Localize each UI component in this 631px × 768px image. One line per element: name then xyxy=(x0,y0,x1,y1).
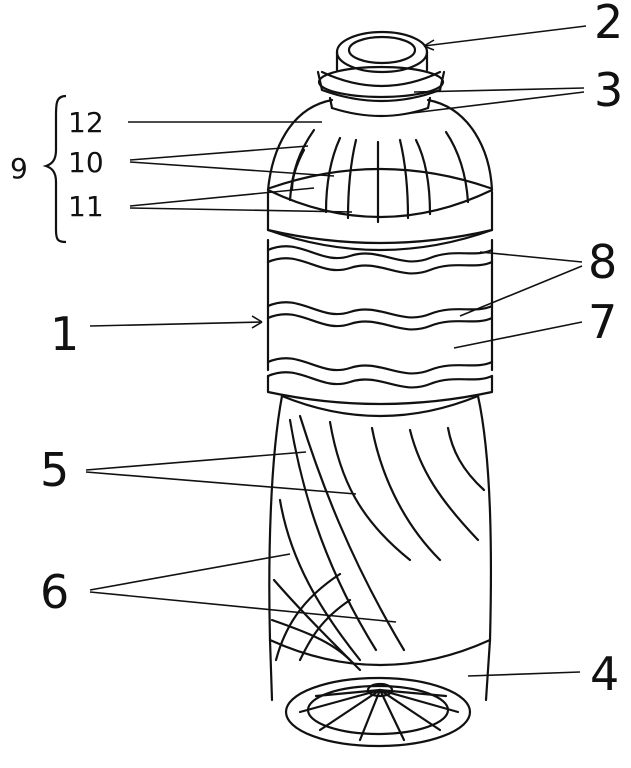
shoulder-dome xyxy=(266,98,494,224)
leader-lines xyxy=(85,25,587,677)
label-8: 8 xyxy=(588,235,617,289)
label-7: 7 xyxy=(588,295,617,349)
label-10: 10 xyxy=(68,146,104,179)
lower-body xyxy=(268,394,493,702)
reference-numerals: 2 3 12 10 11 9 8 7 1 5 6 4 xyxy=(10,0,623,701)
label-6: 6 xyxy=(40,565,69,619)
label-3: 3 xyxy=(594,63,623,117)
label-1: 1 xyxy=(50,307,79,361)
label-5: 5 xyxy=(40,443,69,497)
bottle-mouth xyxy=(335,30,429,74)
label-11: 11 xyxy=(68,190,104,223)
group-brace xyxy=(42,94,67,244)
label-9: 9 xyxy=(10,152,28,185)
label-2: 2 xyxy=(594,0,623,49)
label-12: 12 xyxy=(68,106,104,139)
grip-section xyxy=(266,238,494,418)
bottle-base xyxy=(284,676,472,748)
label-4: 4 xyxy=(590,647,619,701)
bottle xyxy=(266,30,494,748)
